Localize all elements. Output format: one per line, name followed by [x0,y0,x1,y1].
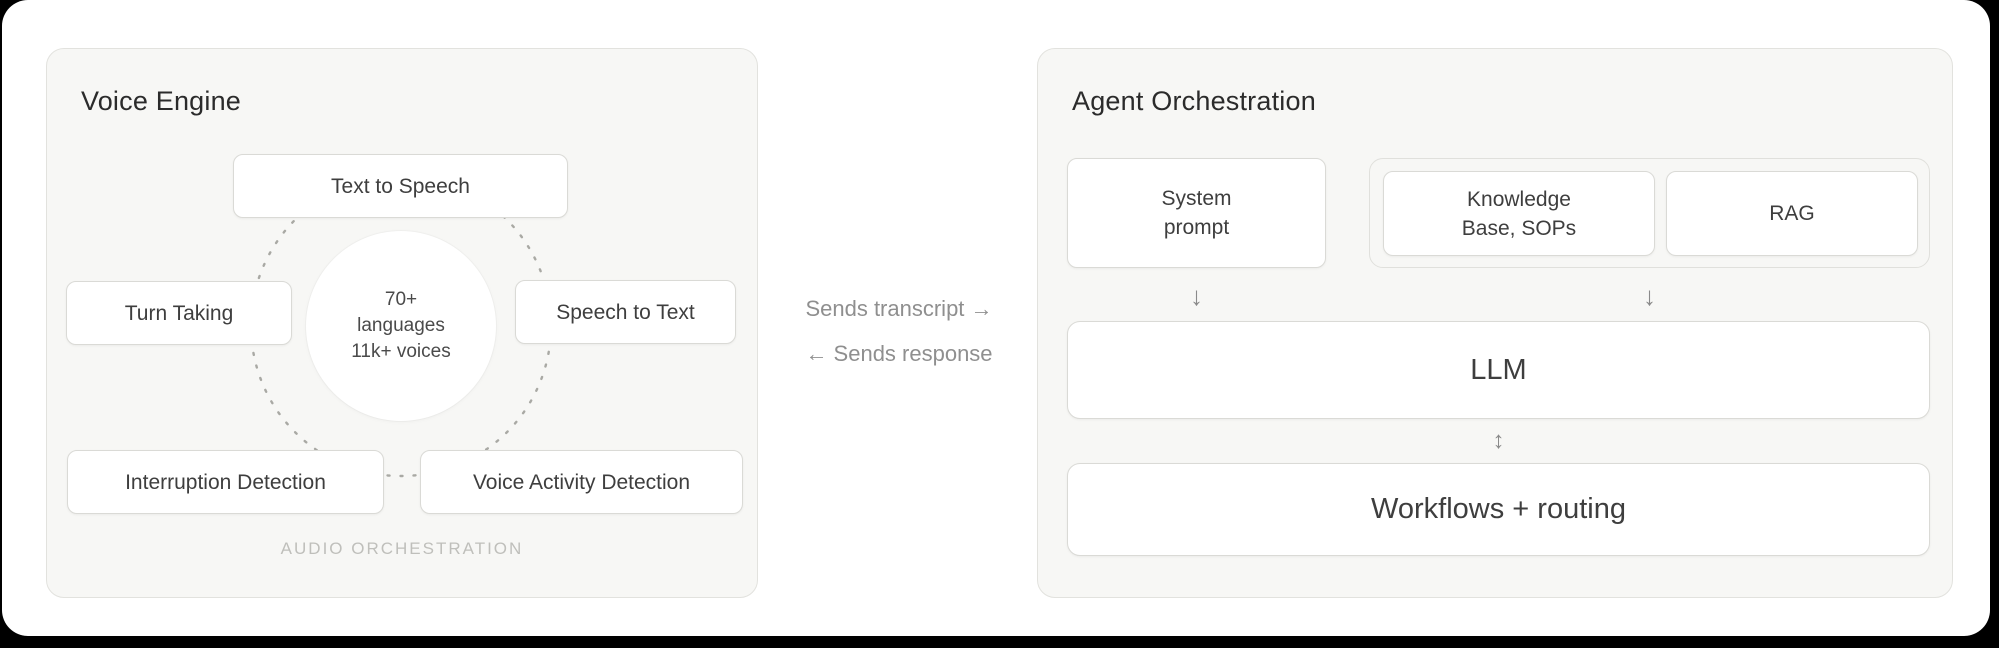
sends-response-label: ← Sends response [805,341,993,366]
text-to-speech-node: Text to Speech [233,154,568,218]
system-prompt-line1: System [1161,187,1232,210]
agent-orchestration-panel: Agent Orchestration System prompt Knowle… [1037,48,1953,598]
voice-engine-title: Voice Engine [81,86,242,116]
rag-node: RAG [1666,171,1918,256]
arrow-down-icon: ↓ [1190,281,1203,311]
languages-count-label: 70+ [384,289,418,310]
turn-taking-node: Turn Taking [66,281,292,345]
voice-engine-panel: Voice Engine Text to Speech Turn Taking … [46,48,758,598]
workflows-routing-label: Workflows + routing [1371,493,1626,525]
interruption-detection-node: Interruption Detection [67,450,384,514]
llm-label: LLM [1470,353,1527,386]
system-prompt-line2: prompt [1163,216,1230,239]
languages-voices-circle: 70+ languages 11k+ voices [306,231,496,421]
turn-taking-label: Turn Taking [124,301,234,325]
voice-activity-detection-label: Voice Activity Detection [472,470,691,494]
diagram-canvas: Voice Engine Text to Speech Turn Taking … [2,0,1990,636]
audio-orchestration-label: AUDIO ORCHESTRATION [280,539,524,558]
speech-to-text-label: Speech to Text [556,300,695,324]
knowledge-base-line2: Base, SOPs [1461,216,1577,240]
speech-to-text-node: Speech to Text [515,280,736,344]
knowledge-rag-group: Knowledge Base, SOPs RAG [1369,158,1930,268]
voice-activity-detection-node: Voice Activity Detection [420,450,743,514]
rag-label: RAG [1769,202,1815,225]
knowledge-base-node: Knowledge Base, SOPs [1383,171,1655,256]
sends-transcript-label: Sends transcript → [805,296,993,321]
text-to-speech-label: Text to Speech [331,174,470,198]
system-prompt-node: System prompt [1067,158,1326,268]
voices-count-label: 11k+ voices [351,341,451,362]
agent-orchestration-title: Agent Orchestration [1072,86,1316,116]
languages-word-label: languages [357,315,445,336]
arrow-down-icon: ↓ [1643,281,1656,311]
knowledge-base-line1: Knowledge [1467,187,1571,211]
workflows-routing-node: Workflows + routing [1067,463,1930,556]
llm-node: LLM [1067,321,1930,419]
interruption-detection-label: Interruption Detection [125,470,326,494]
arrow-updown-icon: ↕ [1492,427,1505,454]
